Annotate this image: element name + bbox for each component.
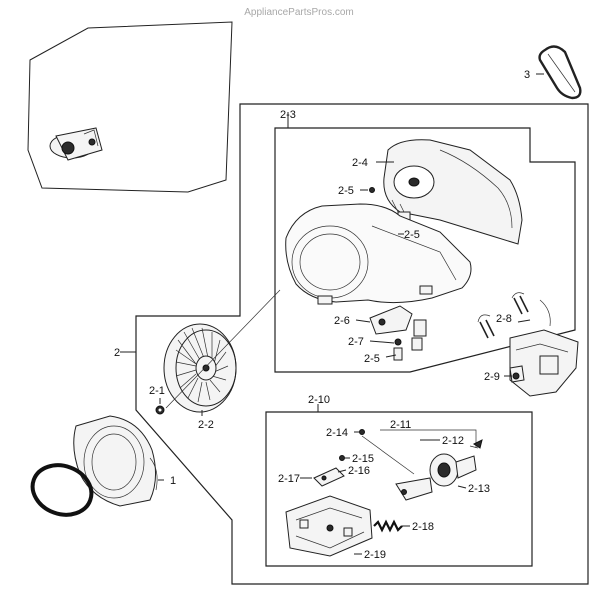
callout-2-14: 2-14 [326, 427, 348, 439]
callout-2-6: 2-6 [334, 315, 350, 327]
drive-motor [509, 329, 579, 397]
callout-2-19: 2-19 [364, 549, 386, 561]
assembly-2-3-box [274, 127, 576, 373]
callout-2-5c: 2-5 [364, 353, 380, 365]
callout-2-4: 2-4 [352, 157, 368, 169]
callout-2-10: 2-10 [308, 394, 330, 406]
tension-spring [373, 519, 403, 533]
callout-2-15: 2-15 [352, 453, 374, 465]
locator-inset [27, 21, 233, 193]
mount-bracket [313, 467, 345, 487]
callout-3: 3 [524, 69, 530, 81]
idler-assembly [380, 429, 483, 501]
blower-housing-front [285, 203, 472, 305]
callout-2-3: 2-3 [280, 109, 296, 121]
callout-2-1: 2-1 [149, 385, 165, 397]
callout-2-17: 2-17 [278, 473, 300, 485]
drive-belt [538, 45, 582, 100]
callout-2-18: 2-18 [412, 521, 434, 533]
gasket-ring [30, 463, 94, 517]
callout-2-2: 2-2 [198, 419, 214, 431]
callout-2-16: 2-16 [348, 465, 370, 477]
motor-clips [477, 292, 551, 339]
screw-2-15 [339, 455, 345, 461]
callout-1: 1 [170, 475, 176, 487]
callout-2-7: 2-7 [348, 336, 364, 348]
callout-2-9: 2-9 [484, 371, 500, 383]
base-bracket [285, 495, 373, 557]
callout-2: 2 [114, 347, 120, 359]
callout-2-12: 2-12 [442, 435, 464, 447]
blower-impeller [163, 323, 237, 413]
callout-2-5a: 2-5 [338, 185, 354, 197]
callout-2-13: 2-13 [468, 483, 490, 495]
watermark-text: AppliancePartsPros.com [244, 7, 354, 18]
assembly-2-outline [135, 103, 589, 585]
screw-2-14 [359, 429, 365, 435]
assembly-2-10-box [265, 411, 533, 567]
locator-blower-icon [49, 127, 103, 161]
impeller-nut [155, 405, 165, 415]
callout-2-5b: 2-5 [404, 229, 420, 241]
screw-2-5a [369, 187, 375, 193]
front-cover [73, 415, 158, 507]
callout-2-8: 2-8 [496, 313, 512, 325]
callout-2-11: 2-11 [390, 419, 411, 431]
duct-bracket [369, 305, 427, 361]
